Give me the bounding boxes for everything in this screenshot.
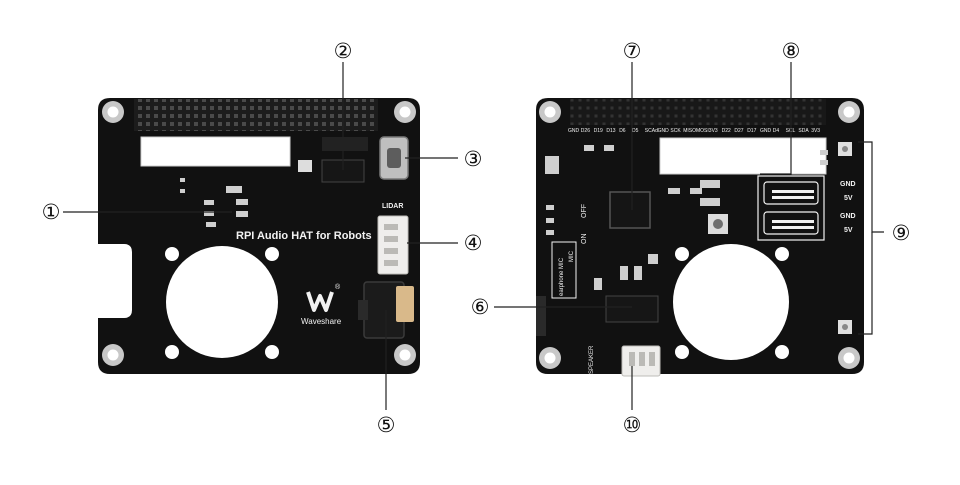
lidar-label: LIDAR: [382, 203, 403, 210]
header-pin-label: D13: [606, 128, 615, 134]
mic-label: MIC: [569, 250, 575, 262]
leader-lines: [63, 62, 884, 410]
v5-bottom-label: 5V: [844, 227, 853, 234]
header-pin-label: D6: [619, 128, 626, 134]
back-speaker-opening: [673, 244, 789, 360]
lidar-connector: [377, 215, 409, 275]
header-pin-label: D26: [581, 128, 590, 134]
callout-9: ⑨: [891, 221, 911, 245]
header-pin-label: SCK: [670, 128, 681, 134]
header-pin-label: MISO: [683, 128, 696, 134]
header-pin-label: GND: [568, 128, 580, 134]
gnd-bottom-label: GND: [840, 213, 856, 220]
earphone-mic-label: earphone MIC: [559, 257, 565, 296]
microphone-bottom: [838, 320, 852, 334]
front-small-hole: [265, 345, 279, 359]
back-small-hole: [675, 345, 689, 359]
mic-amplifier-chip: [605, 295, 659, 323]
smd-components: [545, 145, 828, 290]
front-mounting-hole: [102, 101, 124, 123]
back-mounting-hole: [539, 347, 561, 369]
back-mounting-hole: [838, 347, 860, 369]
header-pin-label: D4: [773, 128, 780, 134]
callout-8: ⑧: [781, 39, 801, 63]
back-mounting-hole: [539, 101, 561, 123]
header-pin-label: D27: [734, 128, 743, 134]
off-label: OFF: [581, 204, 588, 218]
front-mounting-hole: [102, 344, 124, 366]
brand-label: Waveshare: [301, 317, 342, 326]
front-pin-header: [134, 99, 378, 131]
front-board: RPI Audio HAT for Robots LIDAR Waveshare…: [98, 98, 420, 374]
front-cable-slot: [140, 136, 291, 167]
main-amplifier-chip: [609, 191, 651, 229]
power-output-pads: [757, 175, 825, 241]
mic-select-box: [551, 241, 577, 299]
callout-3: ③: [463, 147, 483, 171]
back-small-hole: [675, 247, 689, 261]
callout-5: ⑤: [376, 413, 396, 437]
back-cable-slot: [659, 137, 827, 175]
header-pin-label: 3V3: [811, 128, 820, 134]
callout-1: ①: [41, 200, 61, 224]
back-small-hole: [775, 247, 789, 261]
header-pin-label: D5: [632, 128, 639, 134]
gnd-top-label: GND: [840, 181, 856, 188]
callout-6: ⑥: [470, 295, 490, 319]
front-mounting-hole: [394, 344, 416, 366]
microphone-top: [838, 142, 852, 156]
front-small-hole: [265, 247, 279, 261]
front-small-hole: [165, 247, 179, 261]
header-pin-label: D17: [747, 128, 756, 134]
v5-top-label: 5V: [844, 195, 853, 202]
on-label: ON: [581, 234, 588, 245]
back-small-hole: [775, 345, 789, 359]
volume-potentiometer: [708, 214, 728, 234]
header-pin-label: SDA: [798, 128, 809, 134]
small-component: [322, 137, 368, 151]
front-mounting-hole: [394, 101, 416, 123]
front-title-label: RPI Audio HAT for Robots: [236, 230, 372, 242]
jack-body-edge: [536, 296, 546, 336]
registered-mark: ®: [335, 283, 341, 291]
small-component: [298, 160, 312, 172]
callout-7: ⑦: [622, 39, 642, 63]
header-pin-label: D19: [594, 128, 603, 134]
waveshare-logo: [306, 291, 334, 312]
back-pin-header: [570, 99, 826, 125]
header-pin-label: SCAd: [645, 128, 658, 134]
speaker-label: SPEAKER: [589, 345, 595, 374]
header-pin-label: MOSI: [696, 128, 709, 134]
callout-4: ④: [463, 231, 483, 255]
header-pin-label: GND: [658, 128, 670, 134]
callout-2: ②: [333, 39, 353, 63]
header-pin-label: 3V3: [709, 128, 718, 134]
front-small-hole: [165, 345, 179, 359]
callout-10: ⑩: [622, 413, 642, 437]
back-mounting-hole: [838, 101, 860, 123]
header-pin-label: GND: [760, 128, 772, 134]
front-speaker-opening: [166, 246, 278, 358]
smd-components: [180, 178, 248, 227]
header-pin-label: D22: [722, 128, 731, 134]
